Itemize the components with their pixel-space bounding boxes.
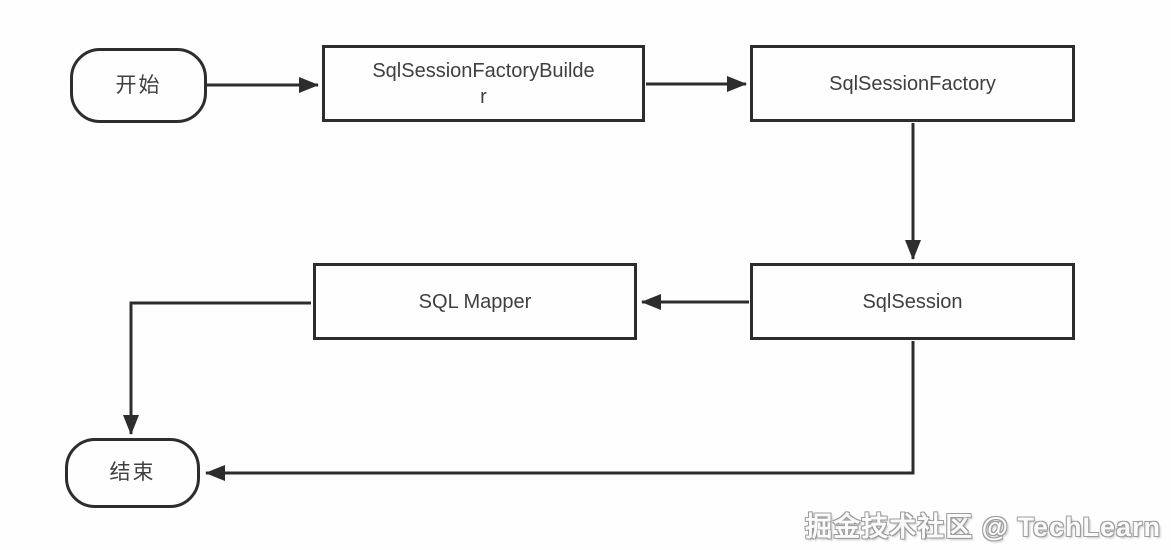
node-end-label: 结束	[109, 461, 156, 485]
node-end: 结束	[65, 438, 200, 508]
edge-mapper-to-end	[123, 301, 311, 435]
node-sql-mapper-label: SQL Mapper	[418, 290, 532, 313]
node-sqlsessionfactory-label: SqlSessionFactory	[829, 72, 996, 95]
node-sqlsessionfactorybuilder-label: SqlSessionFactoryBuilde r	[372, 59, 595, 108]
node-sqlsession-label: SqlSession	[862, 290, 963, 313]
watermark: 掘金技术社区 @ TechLearn	[805, 512, 1161, 542]
edge-session-to-end	[205, 341, 915, 481]
node-sqlsession: SqlSession	[750, 263, 1075, 340]
node-start-label: 开始	[115, 73, 162, 97]
node-sqlsessionfactory: SqlSessionFactory	[750, 45, 1075, 122]
node-sql-mapper: SQL Mapper	[313, 263, 637, 340]
node-sqlsessionfactorybuilder: SqlSessionFactoryBuilde r	[322, 45, 645, 122]
node-start: 开始	[70, 48, 207, 123]
